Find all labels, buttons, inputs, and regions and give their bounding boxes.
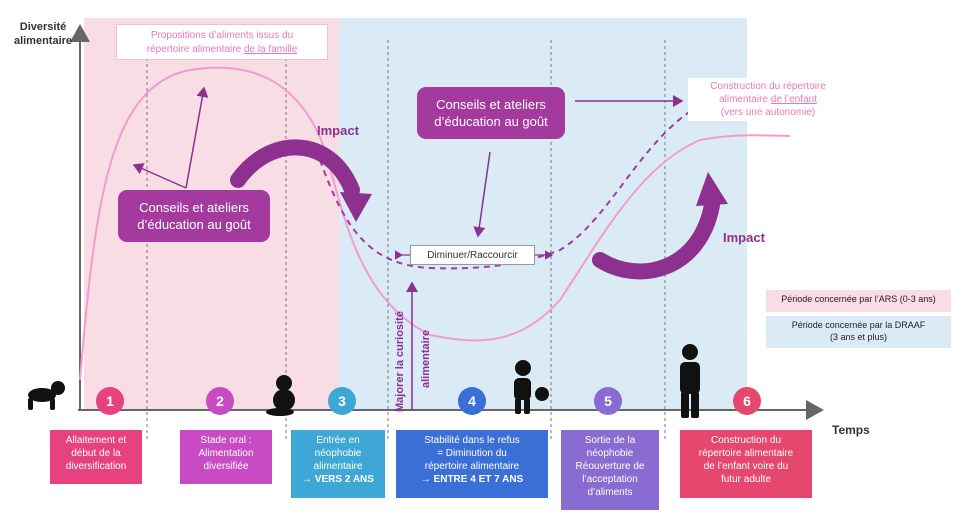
stage-box-2: Stade oral : Alimentation diversifiée	[180, 430, 272, 484]
child-with-ball-icon	[514, 360, 549, 414]
improved-curve	[319, 104, 701, 270]
legend-draaf-line1: Période concernée par la DRAAF	[791, 320, 926, 330]
y-axis-label: Diversité alimentaire	[8, 20, 78, 48]
stage-box-1: Allaitement et début de la diversificati…	[50, 430, 142, 484]
stage-1-line1: Allaitement et	[65, 435, 127, 446]
stage-box-6: Construction du répertoire alimentaire d…	[680, 430, 812, 498]
step-circle-5: 5	[594, 387, 622, 415]
step-circle-4: 4	[458, 387, 486, 415]
y-axis-label-line2: alimentaire	[13, 35, 73, 47]
draaf-period-zone	[339, 18, 747, 410]
stage-5-line1: Sortie de la	[584, 435, 636, 446]
stage-1-line3: diversification	[65, 461, 127, 472]
step-circle-2: 2	[206, 387, 234, 415]
impact-label-2: Impact	[723, 230, 765, 245]
impact-label-1: Impact	[317, 123, 359, 138]
advice-box-2-line2: d’éducation au goût	[434, 114, 548, 129]
arrow-left-proposals	[132, 163, 187, 189]
construction-box: Construction du répertoire alimentaire d…	[688, 78, 848, 121]
stage-4-line4: → ENTRE 4 ET 7 ANS	[420, 474, 524, 485]
stage-4-line3: répertoire alimentaire	[424, 461, 520, 472]
step-circle-1: 1	[96, 387, 124, 415]
stage-box-3: Entrée en néophobie alimentaire → VERS 2…	[291, 430, 385, 498]
construction-line1: Construction du répertoire	[710, 81, 826, 92]
stage-6-line1: Construction du	[710, 435, 782, 446]
impact-arrow-1-head	[340, 192, 372, 222]
advice-box-2: Conseils et ateliers d’éducation au goût	[417, 87, 565, 139]
stage-4-line2: = Diminution du	[437, 448, 507, 459]
stage-3-line4: → VERS 2 ANS	[302, 474, 374, 485]
x-axis-label: Temps	[832, 423, 870, 437]
stage-5-line4: l’acceptation	[582, 474, 638, 485]
curiosity-label-line1: Majorer la curiosité	[394, 311, 406, 412]
stage-1-line2: début de la	[71, 448, 121, 459]
reduce-box: Diminuer/Raccourcir	[410, 245, 535, 265]
family-proposals-line2-a: répertoire alimentaire	[146, 44, 244, 55]
legend-ars: Période concernée par l’ARS (0-3 ans)	[766, 290, 951, 312]
stage-6-line3: de l’enfant voire du	[703, 461, 789, 472]
legend-ars-text: Période concernée par l’ARS (0-3 ans)	[781, 294, 936, 304]
family-proposals-line1: Propositions d’aliments issus du	[150, 30, 294, 41]
stage-box-4: Stabilité dans le refus = Diminution du …	[396, 430, 548, 498]
stage-2-line2: Alimentation	[198, 448, 254, 459]
stage-2-line1: Stade oral :	[200, 435, 252, 446]
advice-box-1-line1: Conseils et ateliers	[139, 200, 249, 215]
step-circle-6: 6	[733, 387, 761, 415]
stage-4-line1: Stabilité dans le refus	[424, 435, 520, 446]
family-proposals-line2: répertoire alimentaire de la famille	[117, 43, 327, 57]
adult-standing-icon	[680, 344, 700, 418]
y-axis-label-line1: Diversité	[19, 21, 67, 33]
advice-box-1: Conseils et ateliers d’éducation au goût	[118, 190, 270, 242]
advice-box-1-line2: d’éducation au goût	[137, 217, 251, 232]
legend-draaf: Période concernée par la DRAAF (3 ans et…	[766, 316, 951, 348]
stage-5-line2: néophobie	[586, 448, 634, 459]
step-circle-3: 3	[328, 387, 356, 415]
legend-draaf-line2: (3 ans et plus)	[829, 332, 888, 342]
stage-2-line3: diversifiée	[203, 461, 249, 472]
stage-3-line1: Entrée en	[316, 435, 360, 446]
family-proposals-line2-b: de la famille	[243, 44, 298, 55]
diversity-curve	[79, 66, 791, 381]
impact-arrow-2-head	[696, 172, 728, 206]
arrow-up-proposals	[185, 86, 209, 189]
impact-arrow-2-body	[592, 197, 720, 280]
stage-3-line2: néophobie	[314, 448, 362, 459]
advice-box-2-line1: Conseils et ateliers	[436, 97, 546, 112]
stage-3-line3: alimentaire	[313, 461, 363, 472]
stage-6-line2: répertoire alimentaire	[698, 448, 794, 459]
construction-line2-b: de l’enfant	[770, 94, 817, 105]
construction-line2-a: alimentaire	[719, 94, 771, 105]
family-proposals-box: Propositions d’aliments issus du réperto…	[116, 24, 328, 60]
arrow-to-reduce	[473, 151, 491, 238]
stage-6-line4: futur adulte	[720, 474, 772, 485]
curiosity-label-line2: alimentaire	[420, 329, 432, 388]
stage-5-line5: d’aliments	[587, 487, 633, 498]
stage-box-5: Sortie de la néophobie Réouverture de l’…	[561, 430, 659, 510]
impact-arrow-1-body	[230, 139, 360, 198]
construction-line3: (vers une autonomie)	[720, 107, 816, 118]
toddler-sitting-icon	[266, 375, 295, 416]
stage-5-line3: Réouverture de	[575, 461, 645, 472]
baby-crawling-icon	[28, 381, 65, 410]
construction-line2: alimentaire de l’enfant	[688, 93, 848, 106]
